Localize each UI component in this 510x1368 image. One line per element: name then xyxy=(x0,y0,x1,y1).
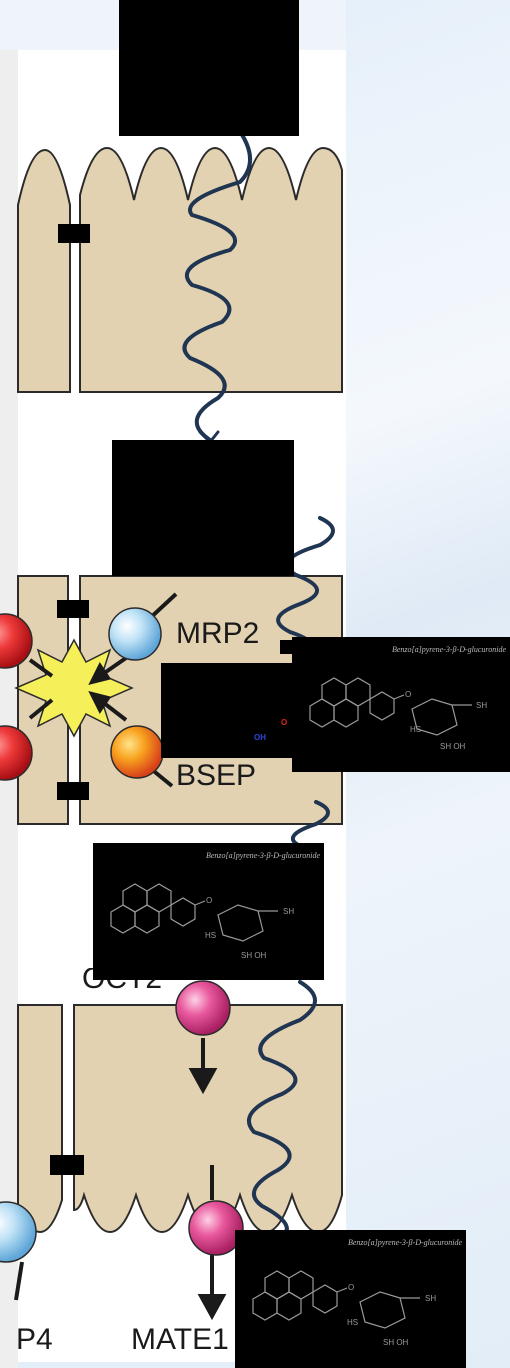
svg-text:HS: HS xyxy=(347,1318,358,1327)
chem-drawing-1: O SH HS SH OH xyxy=(309,677,487,751)
label-p4: P4 xyxy=(16,1323,53,1356)
oh-label-red: O xyxy=(281,718,288,727)
transporter-oct2 xyxy=(175,980,231,1036)
svg-text:SH OH: SH OH xyxy=(241,951,267,960)
transporter-red-top xyxy=(0,613,33,669)
chem-drawing-3: O SH HS SH OH xyxy=(252,1270,436,1347)
cell-panel-1 xyxy=(17,146,343,393)
label-mate1: MATE1 xyxy=(131,1323,229,1356)
svg-text:SH OH: SH OH xyxy=(383,1338,409,1347)
chem-title-3: Benzo[a]pyrene-3-β-D-glucuronide xyxy=(347,1238,462,1247)
svg-text:SH: SH xyxy=(283,907,294,916)
chem-structure-1: Benzo[a]pyrene-3-β-D-glucuronide O SH HS… xyxy=(292,637,510,772)
transporter-mate1 xyxy=(188,1200,244,1256)
chem-structure-3: Benzo[a]pyrene-3-β-D-glucuronide O SH HS… xyxy=(235,1230,466,1368)
bile-canaliculus-star xyxy=(14,638,134,738)
redacted-box-2 xyxy=(112,440,294,576)
label-bsep: BSEP xyxy=(176,759,257,792)
transporter-bsep xyxy=(110,725,164,779)
squiggle-lines xyxy=(182,124,335,1240)
svg-text:HS: HS xyxy=(410,725,421,734)
svg-text:O: O xyxy=(348,1283,354,1292)
svg-text:HS: HS xyxy=(205,931,216,940)
svg-text:O: O xyxy=(206,896,212,905)
chem-title-2: Benzo[a]pyrene-3-β-D-glucuronide xyxy=(205,851,320,860)
redacted-box-1 xyxy=(119,0,299,136)
transporter-red-bottom xyxy=(0,725,33,781)
chem-title-1: Benzo[a]pyrene-3-β-D-glucuronide xyxy=(391,645,506,654)
transporter-mrp2 xyxy=(108,607,162,661)
chem-drawing-2: O SH HS SH OH xyxy=(110,883,294,960)
label-mrp2: MRP2 xyxy=(176,617,260,650)
svg-text:SH: SH xyxy=(425,1294,436,1303)
svg-text:SH OH: SH OH xyxy=(440,742,466,751)
svg-text:O: O xyxy=(405,690,411,699)
svg-text:SH: SH xyxy=(476,701,487,710)
redacted-box-3 xyxy=(161,663,295,758)
left-margin xyxy=(0,50,18,1368)
oh-label-blue: OH xyxy=(254,733,266,742)
chem-structure-2: Benzo[a]pyrene-3-β-D-glucuronide O SH HS… xyxy=(93,843,324,980)
transporter-blue-left xyxy=(0,1201,37,1263)
